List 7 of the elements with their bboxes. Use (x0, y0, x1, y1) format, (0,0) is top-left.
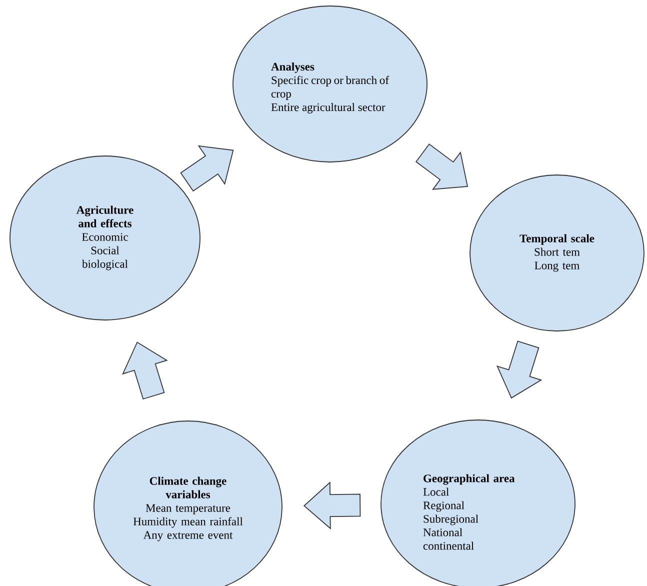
ellipse-node: Temporal scale Short tem Long tem (470, 174, 644, 332)
ellipse-node: Climate change variables Mean temperature Humidity mean rainfall Any extreme event (94, 420, 282, 586)
ellipse-node: Analyses Specific crop or branch of crop Entire agricultural sector (232, 6, 428, 162)
block-arrow (303, 482, 361, 530)
ellipse-node: Geographical area Local Regional Subregional National continental (380, 420, 576, 586)
block-arrow (496, 340, 542, 399)
ellipse-node: Agriculture and effects Economic Social biological (10, 156, 200, 320)
